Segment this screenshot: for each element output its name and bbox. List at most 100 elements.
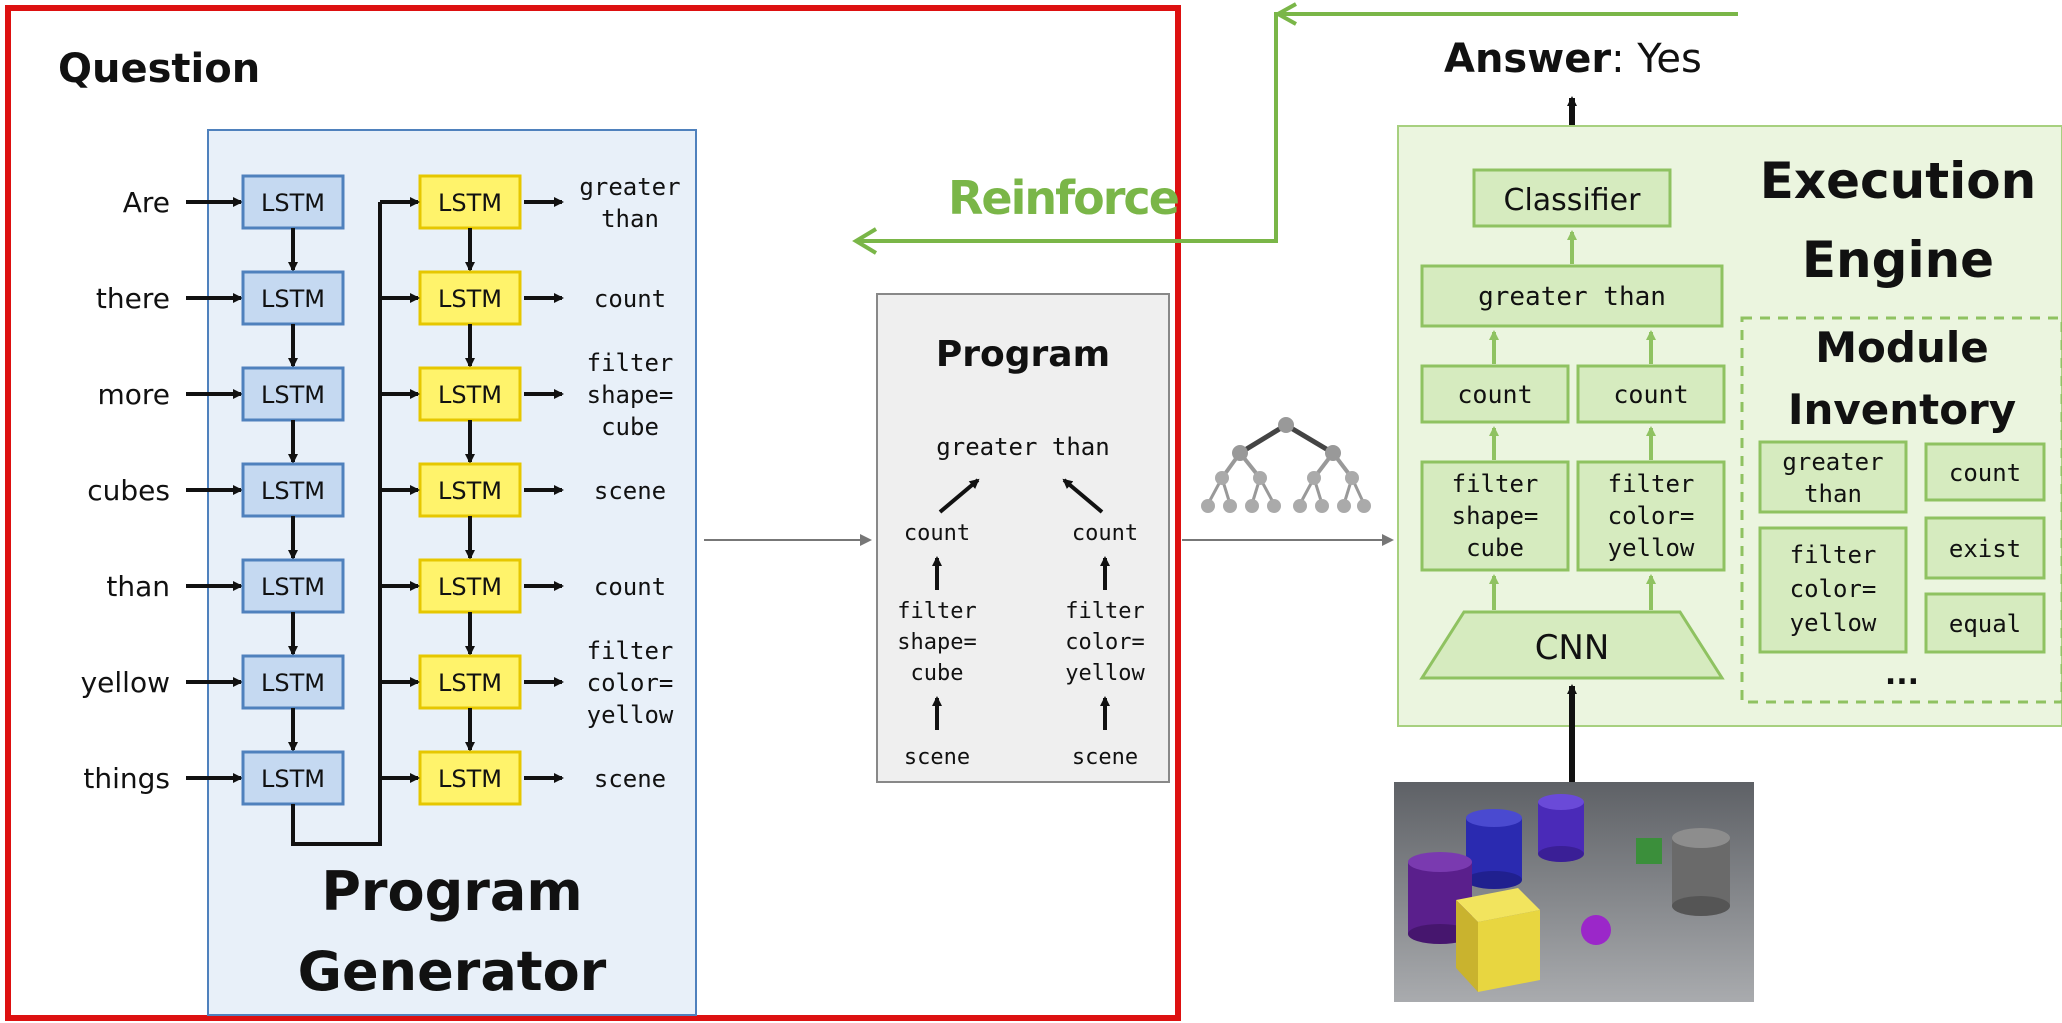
encoder-lstm-box bbox=[241, 750, 345, 806]
question-word: cubes bbox=[87, 474, 170, 507]
decoder-lstm-box bbox=[418, 270, 522, 326]
inventory-equal-box bbox=[1924, 592, 2046, 654]
decoder-lstm-box bbox=[418, 462, 522, 518]
inventory-filter-2: color= bbox=[1790, 575, 1877, 603]
output-token: color= bbox=[587, 669, 674, 697]
program-right-count: count bbox=[1072, 521, 1138, 546]
encoder-lstm-box bbox=[241, 270, 345, 326]
encoder-to-decoder-line bbox=[291, 202, 382, 846]
program-generator-frame bbox=[5, 5, 1181, 1021]
engine-filter-right-3: yellow bbox=[1608, 534, 1695, 562]
question-word: yellow bbox=[81, 666, 170, 699]
output-token: filter bbox=[587, 637, 674, 665]
decoder-lstm-label: LSTM bbox=[438, 669, 502, 697]
engine-filter-right-box bbox=[1576, 460, 1726, 572]
decoder-lstm-label: LSTM bbox=[438, 477, 502, 505]
output-token: scene bbox=[594, 765, 666, 793]
module-inventory-title-line2: Inventory bbox=[1788, 385, 2016, 434]
output-token: yellow bbox=[587, 701, 674, 729]
encoder-lstm-label: LSTM bbox=[261, 573, 325, 601]
program-generator-title-line1: Program bbox=[321, 860, 582, 923]
output-token: scene bbox=[594, 477, 666, 505]
encoder-lstm-box bbox=[241, 558, 345, 614]
inventory-count-box bbox=[1924, 442, 2046, 502]
question-word: things bbox=[83, 762, 170, 795]
question-word: there bbox=[96, 282, 170, 315]
inventory-filter-1: filter bbox=[1790, 541, 1877, 569]
output-token: count bbox=[594, 285, 666, 313]
module-inventory-title-line1: Module bbox=[1815, 323, 1989, 372]
decoder-lstm-label: LSTM bbox=[438, 285, 502, 313]
program-generator-title-line2: Generator bbox=[298, 940, 607, 1003]
engine-greater-than-box bbox=[1420, 264, 1724, 328]
reinforce-arrow-top-head bbox=[1273, 2, 1297, 26]
engine-filter-left-2: shape= bbox=[1452, 502, 1539, 530]
engine-count-right-box bbox=[1576, 364, 1726, 424]
question-title: Question bbox=[58, 46, 260, 92]
output-token: than bbox=[601, 205, 659, 233]
program-right-filter-3: yellow bbox=[1065, 661, 1145, 686]
engine-filter-right-1: filter bbox=[1608, 470, 1695, 498]
engine-count-right-label: count bbox=[1613, 380, 1688, 409]
encoder-lstm-box bbox=[241, 462, 345, 518]
engine-filter-left-1: filter bbox=[1452, 470, 1539, 498]
tree-icon bbox=[1201, 417, 1371, 513]
program-left-scene: scene bbox=[904, 745, 970, 770]
encoder-lstm-label: LSTM bbox=[261, 765, 325, 793]
program-arrow-left-up bbox=[938, 478, 980, 514]
reinforce-label: Reinforce bbox=[948, 171, 1178, 225]
inventory-filter-3: yellow bbox=[1790, 609, 1877, 637]
inventory-exist-box bbox=[1924, 516, 2046, 580]
program-panel bbox=[876, 293, 1170, 783]
program-root: greater than bbox=[936, 433, 1109, 461]
inventory-equal-label: equal bbox=[1949, 610, 2021, 638]
encoder-lstm-label: LSTM bbox=[261, 381, 325, 409]
encoder-lstm-box bbox=[241, 654, 345, 710]
answer-text: Answer: Yes bbox=[1444, 36, 1702, 82]
output-token: greater bbox=[579, 173, 680, 201]
program-right-filter-2: color= bbox=[1065, 630, 1144, 655]
program-left-filter-3: cube bbox=[911, 661, 964, 686]
program-left-filter-2: shape= bbox=[897, 630, 976, 655]
inventory-exist-label: exist bbox=[1949, 535, 2021, 563]
decoder-lstm-label: LSTM bbox=[438, 573, 502, 601]
decoder-lstm-box bbox=[418, 366, 522, 422]
program-arrow-right-up bbox=[1062, 478, 1104, 514]
cnn-trapezoid bbox=[1419, 610, 1725, 680]
decoder-lstm-label: LSTM bbox=[438, 381, 502, 409]
output-token: filter bbox=[587, 349, 674, 377]
classifier-box bbox=[1472, 168, 1672, 228]
inventory-count-label: count bbox=[1949, 459, 2021, 487]
execution-engine-title-line1: Execution bbox=[1760, 152, 2037, 210]
question-word: than bbox=[106, 570, 170, 603]
program-right-filter-1: filter bbox=[1065, 599, 1144, 624]
inventory-filter-box bbox=[1758, 526, 1908, 654]
encoder-lstm-label: LSTM bbox=[261, 669, 325, 697]
program-title: Program bbox=[936, 334, 1110, 375]
module-inventory-panel bbox=[1740, 316, 2062, 704]
scene-image bbox=[1394, 782, 1754, 1002]
engine-filter-left-3: cube bbox=[1466, 534, 1524, 562]
inventory-greater-than-1: greater bbox=[1782, 448, 1883, 476]
reinforce-arrow-head bbox=[852, 227, 878, 255]
cnn-label: CNN bbox=[1535, 628, 1610, 668]
encoder-lstm-label: LSTM bbox=[261, 285, 325, 313]
encoder-lstm-label: LSTM bbox=[261, 189, 325, 217]
inventory-greater-than-2: than bbox=[1804, 480, 1862, 508]
inventory-ellipsis: ... bbox=[1885, 657, 1919, 692]
decoder-lstm-box bbox=[418, 750, 522, 806]
program-left-count: count bbox=[904, 521, 970, 546]
output-token: count bbox=[594, 573, 666, 601]
output-token: cube bbox=[601, 413, 659, 441]
output-token: shape= bbox=[587, 381, 674, 409]
program-right-scene: scene bbox=[1072, 745, 1138, 770]
classifier-label: Classifier bbox=[1504, 183, 1642, 218]
decoder-lstm-label: LSTM bbox=[438, 765, 502, 793]
question-word: Are bbox=[123, 186, 170, 219]
encoder-lstm-label: LSTM bbox=[261, 477, 325, 505]
engine-filter-right-2: color= bbox=[1608, 502, 1695, 530]
answer-value: : Yes bbox=[1611, 36, 1702, 82]
inventory-greater-than-box bbox=[1758, 440, 1908, 514]
